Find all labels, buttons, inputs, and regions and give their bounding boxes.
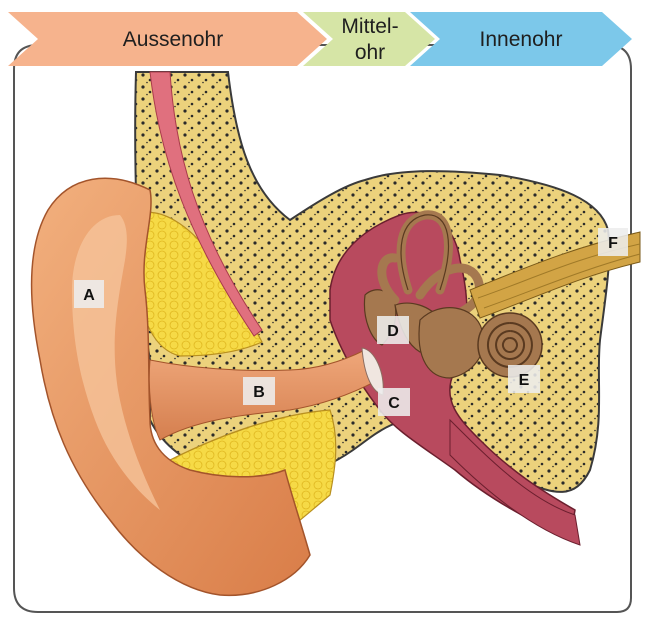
marker-a: A: [74, 280, 104, 308]
marker-c: C: [378, 388, 410, 416]
marker-f: F: [598, 228, 628, 256]
marker-a-label: A: [83, 287, 95, 304]
marker-e-label: E: [519, 372, 530, 389]
marker-d: D: [377, 316, 409, 344]
region-banner: Aussenohr Mittel- ohr Innenohr: [8, 12, 632, 66]
marker-e: E: [508, 365, 540, 393]
marker-f-label: F: [608, 235, 618, 252]
marker-d-label: D: [387, 323, 399, 340]
banner-label-outer: Aussenohr: [123, 28, 223, 51]
marker-b-label: B: [253, 384, 265, 401]
marker-b: B: [243, 377, 275, 405]
banner-label-middle-line1: Mittel-: [341, 15, 398, 38]
banner-label-inner: Innenohr: [480, 28, 563, 51]
marker-c-label: C: [388, 395, 400, 412]
banner-label-middle-line2: ohr: [355, 41, 385, 64]
